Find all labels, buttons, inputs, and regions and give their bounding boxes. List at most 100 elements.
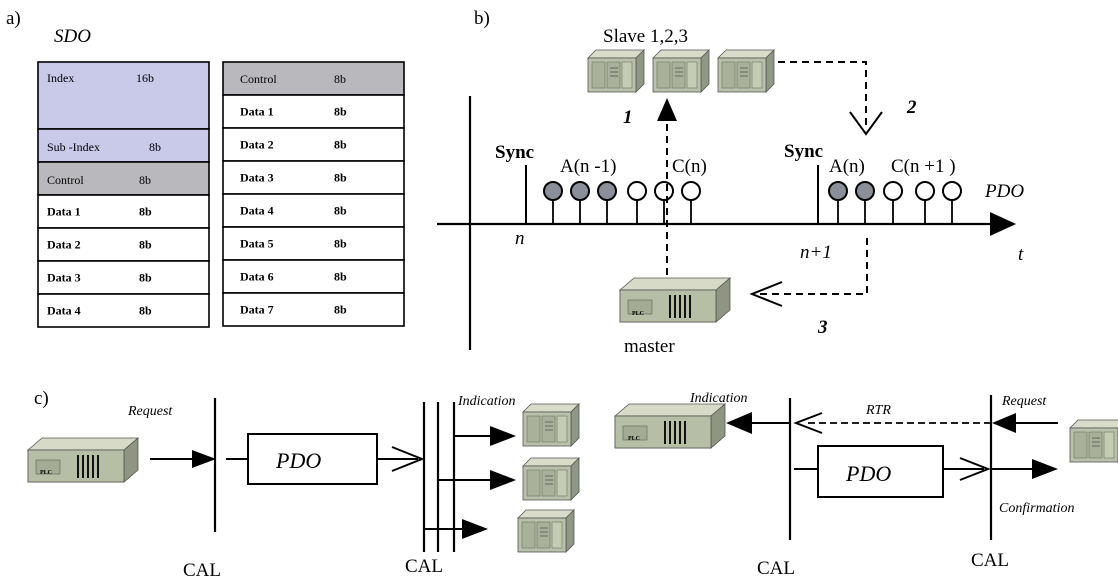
right-pdo-out-arrowhead [959, 457, 991, 481]
rtr-arrowhead [793, 412, 823, 434]
left-indication-label: Indication [457, 394, 516, 409]
right-row: Data 3 8b [222, 160, 405, 195]
step-1-label: 1 [623, 107, 633, 128]
c-n-plus-1-label: C(n +1 ) [891, 156, 956, 177]
right-row-name: Data 3 [240, 171, 274, 185]
slave-device-2 [652, 49, 710, 93]
time-axis-arrowhead [990, 212, 1016, 236]
right-row-bits: 8b [334, 204, 347, 218]
right-row: Data 4 8b [222, 193, 405, 228]
marker [942, 181, 962, 224]
left-control-label: Control [47, 173, 84, 187]
indication-arrowhead-2 [490, 470, 516, 490]
left-row: Data 3 8b [37, 260, 210, 295]
index-label: Index [47, 71, 74, 85]
step-2-arrow [778, 61, 867, 130]
t-label: t [1018, 244, 1024, 265]
right-row-cell [222, 127, 405, 162]
left-request-arrowhead [192, 450, 216, 468]
right-row: Data 6 8b [222, 259, 405, 294]
sdo-title: SDO [54, 26, 91, 47]
marker [627, 181, 647, 224]
left-cal-label-1: CAL [183, 560, 221, 577]
left-row-name: Data 2 [47, 238, 81, 252]
step-3-label: 3 [817, 317, 828, 338]
right-row-bits: 8b [334, 270, 347, 284]
step-3-arrowhead [749, 281, 783, 307]
marker [828, 181, 848, 224]
panel-a-label: a) [6, 8, 21, 29]
step-2-arrowhead [849, 111, 883, 136]
slave-device-3 [717, 49, 775, 93]
right-cal-label-1: CAL [757, 558, 795, 577]
sdo-left-table: Index 16b Sub -Index 8b Control 8b Data … [37, 61, 210, 328]
left-slave-device-3 [517, 509, 575, 553]
panel-c-right: PLC Indication RTR Request PDO Confirmat… [614, 391, 1118, 577]
right-row-name: Data 5 [240, 237, 274, 251]
left-row-cell [37, 260, 210, 295]
right-row-name: Data 2 [240, 138, 274, 152]
left-row-name: Data 3 [47, 271, 81, 285]
a-n-minus-1-label: A(n -1) [560, 156, 616, 177]
n-label: n [515, 228, 525, 249]
marker [915, 181, 935, 224]
marker [543, 181, 563, 224]
right-cal-label-2: CAL [971, 550, 1009, 571]
right-row-bits: 8b [334, 138, 347, 152]
left-row-bits: 8b [139, 205, 152, 219]
panel-c-left: PLC Request PDO Indication CAL CAL [27, 394, 580, 577]
right-row-cell [222, 193, 405, 228]
pdo-label-b: PDO [984, 181, 1024, 202]
step-1-arrowhead [657, 98, 677, 121]
left-row-cell [37, 293, 210, 328]
index-cell [37, 61, 210, 130]
right-control-label: Control [240, 72, 277, 86]
right-row-cell [222, 259, 405, 294]
right-row-name: Data 4 [240, 204, 274, 218]
left-row-cell [37, 194, 210, 229]
right-control-bits: 8b [334, 72, 346, 86]
left-row-bits: 8b [139, 271, 152, 285]
indication-arrowhead-3 [462, 519, 488, 539]
left-request-label: Request [127, 404, 173, 419]
right-slave-device [1069, 419, 1118, 463]
left-plc-label: PLC [40, 470, 52, 476]
sync-label-2: Sync [784, 141, 823, 162]
slave-device-1 [587, 49, 645, 93]
n-plus-1-label: n+1 [800, 242, 832, 263]
subindex-cell [37, 128, 210, 163]
right-row-cell [222, 292, 405, 327]
right-pdo-box [817, 445, 944, 498]
subindex-bits: 8b [149, 140, 161, 154]
right-indication-label: Indication [689, 391, 748, 406]
master-label: master [624, 336, 675, 357]
step-2-label: 2 [906, 97, 917, 118]
left-slave-device-1 [522, 403, 580, 447]
right-indication-arrowhead [726, 412, 752, 434]
right-row-bits: 8b [334, 303, 347, 317]
right-pdo-label: PDO [845, 461, 891, 486]
right-row-name: Data 6 [240, 270, 274, 284]
marker [855, 181, 875, 224]
right-row-bits: 8b [334, 171, 347, 185]
marker [681, 181, 701, 224]
subindex-label: Sub -Index [47, 140, 100, 154]
right-row-name: Data 1 [240, 105, 274, 119]
left-slave-device-2 [522, 457, 580, 501]
marker [883, 181, 903, 224]
left-cal-label-2: CAL [405, 556, 443, 577]
index-bits: 16b [136, 71, 154, 85]
slaves-label: Slave 1,2,3 [603, 26, 688, 47]
left-row-name: Data 1 [47, 205, 81, 219]
left-pdo-box [247, 433, 378, 485]
right-request-label: Request [1001, 394, 1047, 409]
pdo-markers [543, 181, 962, 224]
left-row: Data 1 8b [37, 194, 210, 229]
c-n-label: C(n) [672, 156, 707, 177]
panel-a: SDO Index 16b Sub -Index 8b Control 8b D… [37, 26, 405, 328]
marker [570, 181, 590, 224]
